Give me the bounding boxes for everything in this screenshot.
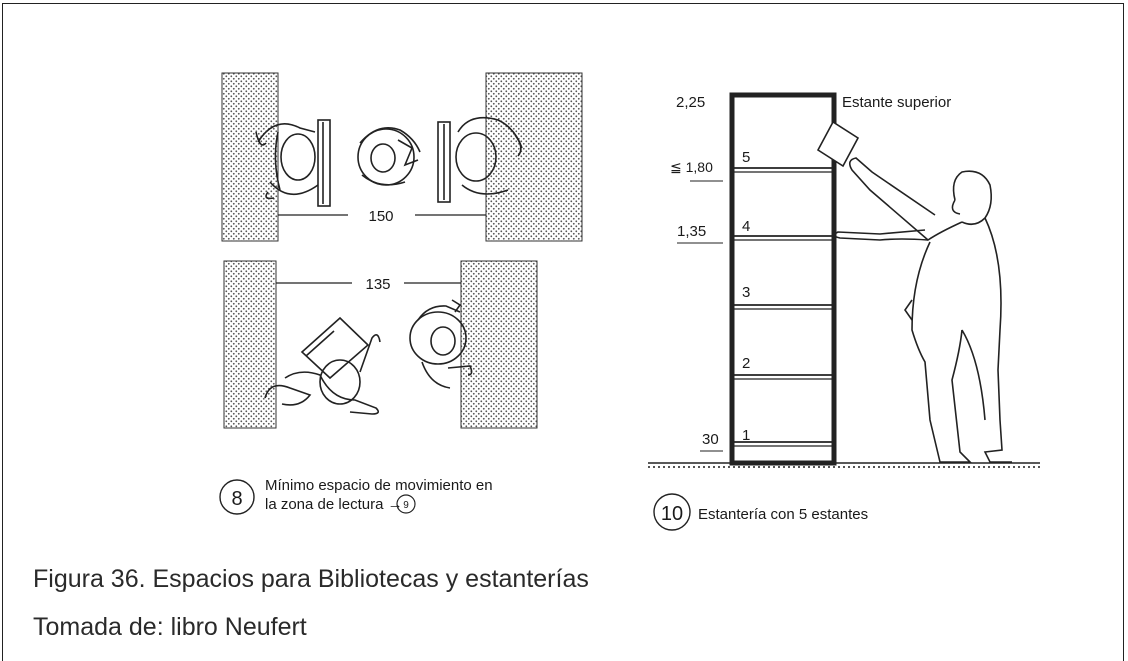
- figure-8-caption-line1: Mínimo espacio de movimiento en: [265, 477, 493, 494]
- figure-8-caption-line2: la zona de lectura →: [265, 496, 403, 513]
- person-reaching-shelf: [816, 120, 1012, 463]
- shelf-number-3: 3: [742, 284, 750, 301]
- figure-frame: [2, 3, 1124, 661]
- standing-figure-top: [357, 127, 421, 186]
- shelf-number-5: 5: [742, 149, 750, 166]
- reader-figure-bottom-left: [264, 316, 381, 415]
- figure-8-number: 8: [231, 488, 242, 510]
- table-top-right: [485, 72, 583, 242]
- height-2-25: 2,25: [676, 94, 705, 111]
- table-top-left: [221, 72, 279, 242]
- figure-8-plan: 150 135 8 Mínimo espacio de movimiento e…: [219, 72, 583, 515]
- dimension-150: 150: [368, 208, 393, 225]
- height-1-35: 1,35: [677, 223, 706, 240]
- shelf-number-1: 1: [742, 427, 750, 444]
- dimension-135: 135: [365, 276, 390, 293]
- figure-caption-title: Figura 36. Espacios para Bibliotecas y e…: [33, 565, 589, 593]
- shelf-number-2: 2: [742, 355, 750, 372]
- height-30: 30: [702, 431, 719, 448]
- figure-10-number-circle: [653, 493, 691, 531]
- table-bottom-right: [460, 260, 538, 429]
- reader-figure-top-right: [437, 116, 523, 203]
- reference-9-number: 9: [403, 500, 409, 511]
- shelf-number-4: 4: [742, 218, 750, 235]
- reader-figure-top-left: [255, 119, 331, 207]
- table-bottom-left: [223, 260, 277, 429]
- height-1-80: ≦ 1,80: [670, 159, 713, 175]
- bookcase: [729, 92, 837, 466]
- figure-10-caption: Estantería con 5 estantes: [698, 506, 868, 523]
- reference-9-circle: [396, 494, 416, 514]
- figure-10-number: 10: [661, 503, 683, 525]
- figure-caption-source: Tomada de: libro Neufert: [33, 613, 307, 641]
- figure-8-number-circle: [219, 479, 255, 515]
- top-shelf-label: Estante superior: [842, 94, 951, 111]
- reader-figure-bottom-right: [409, 299, 473, 389]
- figure-10-elevation: 2,25 ≦ 1,80 1,35 30 5 4 3 2 1 Estante su…: [648, 92, 1040, 531]
